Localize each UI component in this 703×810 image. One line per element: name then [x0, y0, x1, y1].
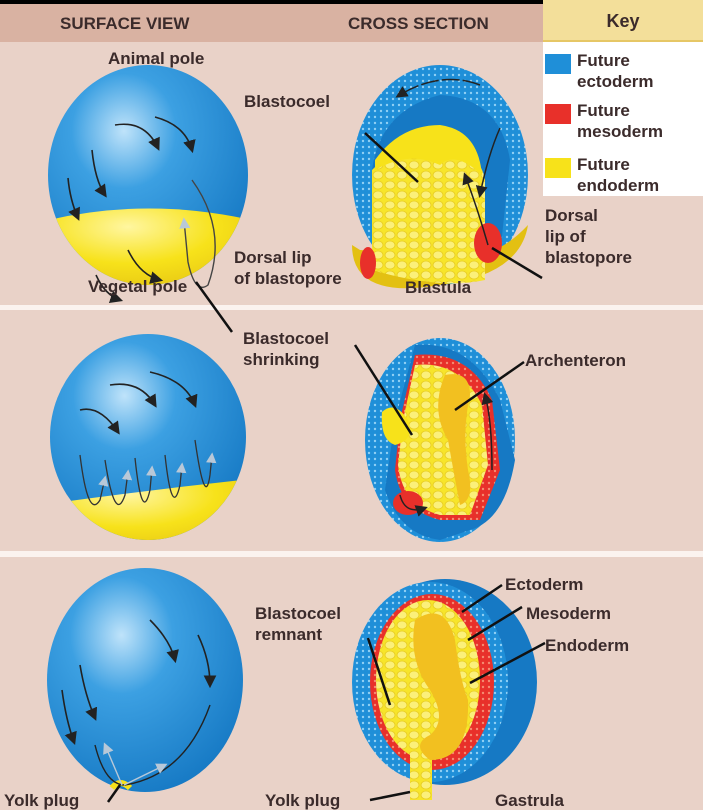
surface-view-header: SURFACE VIEW	[60, 14, 190, 33]
gastrula-surface-sphere	[47, 568, 243, 803]
archenteron-label: Archenteron	[525, 351, 627, 370]
key-title: Key	[543, 0, 703, 42]
cross-section-header: CROSS SECTION	[348, 14, 489, 33]
early-gastrula-cross-section	[353, 338, 525, 542]
divider	[0, 305, 703, 310]
endoderm-label: Endoderm	[545, 636, 630, 655]
blastula-label: Blastula	[405, 278, 472, 297]
blastocoel-label: Blastocoel	[244, 92, 330, 111]
mesoderm-swatch	[545, 104, 571, 124]
gastrula-cross-section	[352, 579, 546, 802]
early-gastrula-surface-sphere	[50, 334, 246, 540]
vegetal-pole-label: Vegetal pole	[88, 277, 188, 296]
yolk-plug-surface-label: Yolk plug	[4, 791, 80, 810]
yolk-plug-cross-label: Yolk plug	[265, 791, 341, 810]
endoderm-swatch	[545, 158, 571, 178]
ectoderm-swatch	[545, 54, 571, 74]
column-header-bar	[0, 4, 545, 42]
mesoderm-label: Mesoderm	[526, 604, 612, 623]
gastrula-label: Gastrula	[495, 791, 564, 810]
ectoderm-label: Ectoderm	[505, 575, 584, 594]
blastula-cross-section	[352, 65, 543, 289]
animal-pole-label: Animal pole	[108, 49, 205, 68]
divider	[0, 551, 703, 557]
top-border	[0, 0, 703, 4]
